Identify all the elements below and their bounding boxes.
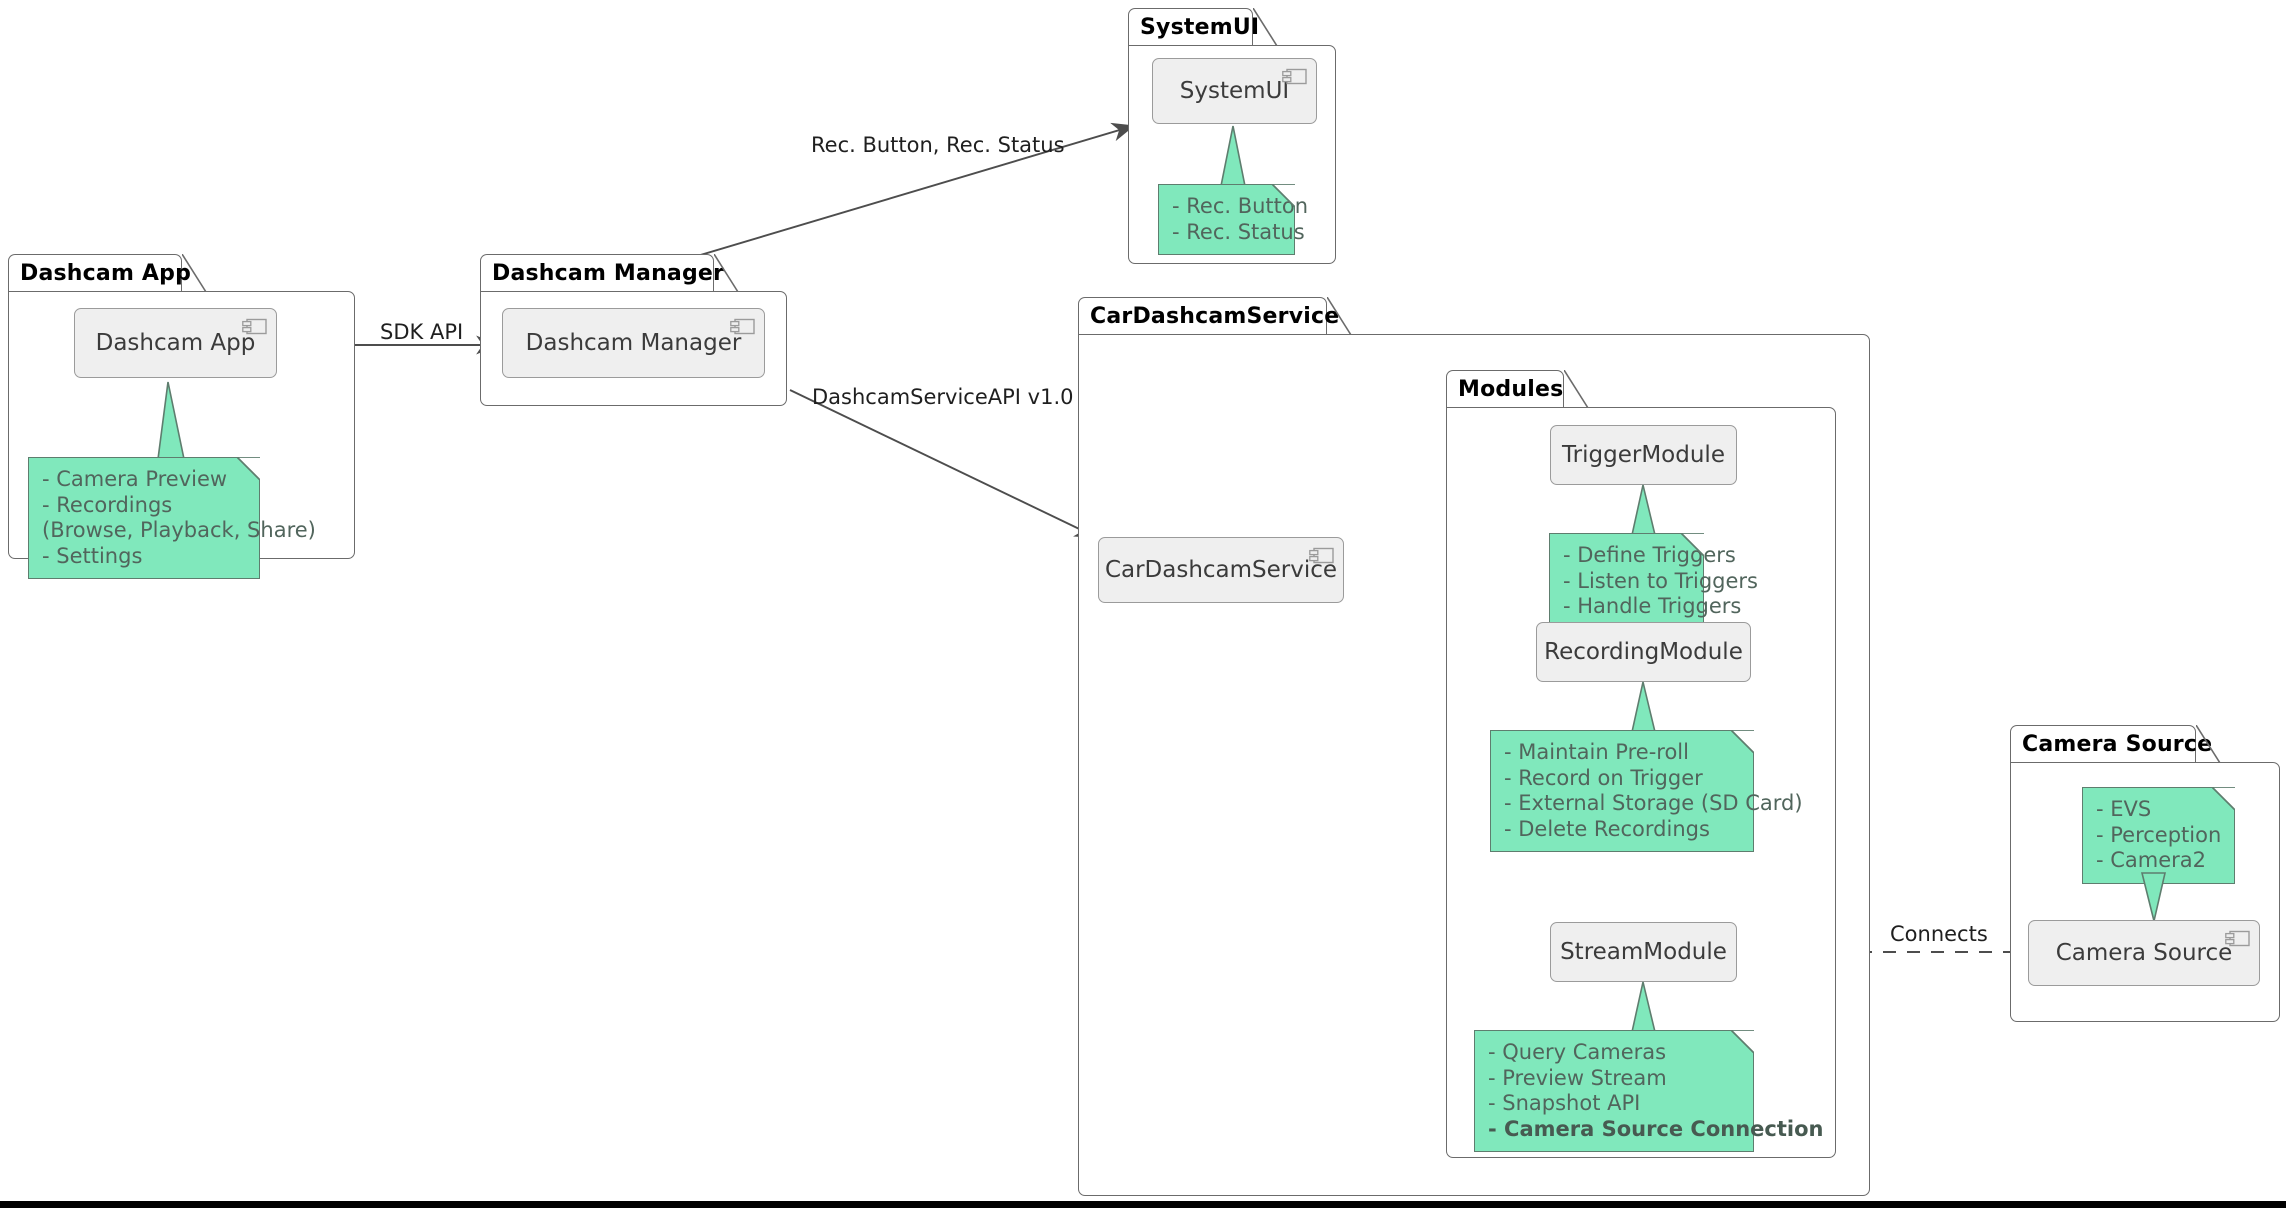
bottom-bar	[0, 1201, 2286, 1208]
component-dashcam-manager[interactable]: Dashcam Manager	[502, 308, 765, 378]
package-notch-camera-source	[2196, 725, 2221, 764]
package-tab-cardashcamservice: CarDashcamService	[1078, 297, 1339, 335]
note-recording-module: - Maintain Pre-roll - Record on Trigger …	[1490, 730, 1803, 852]
note-line: - External Storage (SD Card)	[1504, 791, 1803, 815]
edge-dashcam-service-api-line	[789, 389, 1098, 538]
edge-label-connects: Connects	[1890, 922, 1988, 946]
note-line: - Query Cameras	[1488, 1040, 1667, 1064]
note-camera-source: - EVS - Perception - Camera2	[2082, 787, 2235, 884]
note-line: - Delete Recordings	[1504, 816, 1710, 841]
package-tab-systemui: SystemUI	[1128, 8, 1259, 46]
note-line: - Handle Triggers	[1563, 594, 1742, 618]
note-line: - Camera2	[2096, 848, 2207, 872]
component-trigger-module[interactable]: TriggerModule	[1550, 425, 1737, 485]
package-notch-dashcam-app	[182, 254, 207, 293]
note-line: - Preview Stream	[1488, 1065, 1667, 1090]
package-tab-modules: Modules	[1446, 370, 1564, 408]
edge-label-sdk-api: SDK API	[380, 320, 464, 344]
package-notch-modules	[1564, 370, 1589, 409]
component-label-camera-source: Camera Source	[2055, 940, 2233, 966]
note-line: - Listen to Triggers	[1563, 568, 1758, 593]
note-line: - Perception	[2096, 822, 2222, 847]
package-notch-cardashcamservice	[1327, 297, 1352, 336]
component-label-recording-module: RecordingModule	[1544, 639, 1743, 665]
note-line: - Rec. Button	[1172, 194, 1309, 218]
note-trigger-module: - Define Triggers - Listen to Triggers -…	[1549, 533, 1758, 630]
package-modules: Modules TriggerModule - Define Triggers …	[1446, 370, 1836, 1158]
note-fold-icon	[237, 457, 260, 480]
component-label-systemui: SystemUI	[1179, 78, 1290, 104]
package-dashcam-app: Dashcam App Dashcam App - Camera Preview…	[8, 254, 355, 579]
note-line: - Camera Source Connection	[1488, 1116, 1824, 1141]
component-label-cardashcamservice: CarDashcamService	[1104, 557, 1338, 583]
component-cardashcamservice[interactable]: CarDashcamService	[1098, 537, 1344, 603]
component-icon	[1282, 68, 1307, 85]
note-line: - Maintain Pre-roll	[1504, 740, 1689, 764]
package-tab-dashcam-app: Dashcam App	[8, 254, 191, 292]
note-line: - Record on Trigger	[1504, 765, 1703, 790]
note-fold-icon	[1731, 1030, 1754, 1053]
note-fold-icon	[1681, 533, 1704, 556]
component-recording-module[interactable]: RecordingModule	[1536, 622, 1751, 682]
note-systemui: - Rec. Button - Rec. Status	[1158, 184, 1309, 255]
package-label-dashcam-manager: Dashcam Manager	[492, 261, 725, 286]
package-label-cardashcamservice: CarDashcamService	[1090, 304, 1340, 329]
note-line: - Snapshot API	[1488, 1091, 1641, 1115]
component-icon	[2225, 930, 2250, 947]
note-line: - Settings	[42, 543, 143, 568]
component-label-trigger-module: TriggerModule	[1562, 442, 1725, 468]
note-fold-icon	[2212, 787, 2235, 810]
note-line: - EVS	[2096, 797, 2152, 821]
package-tab-dashcam-manager: Dashcam Manager	[480, 254, 724, 292]
note-line: - Define Triggers	[1563, 543, 1736, 567]
component-label-dashcam-app: Dashcam App	[95, 330, 256, 356]
component-icon	[730, 318, 755, 335]
package-systemui: SystemUI SystemUI - Rec. Button - Rec. S…	[1128, 8, 1336, 264]
note-dashcam-app: - Camera Preview - Recordings (Browse, P…	[28, 457, 316, 579]
package-tab-camera-source: Camera Source	[2010, 725, 2212, 763]
package-label-systemui: SystemUI	[1140, 15, 1260, 40]
package-label-modules: Modules	[1458, 377, 1564, 402]
edge-label-dashcam-service-api: DashcamServiceAPI v1.0	[812, 385, 1074, 409]
note-line: - Recordings	[42, 492, 173, 517]
package-dashcam-manager: Dashcam Manager Dashcam Manager	[480, 254, 787, 406]
component-camera-source[interactable]: Camera Source	[2028, 920, 2260, 986]
note-line: - Camera Preview	[42, 467, 228, 491]
component-icon	[242, 318, 267, 335]
component-stream-module[interactable]: StreamModule	[1550, 922, 1737, 982]
package-notch-dashcam-manager	[714, 254, 739, 293]
package-label-dashcam-app: Dashcam App	[20, 261, 192, 286]
component-icon	[1309, 547, 1334, 564]
note-line: (Browse, Playback, Share)	[42, 518, 316, 542]
package-label-camera-source: Camera Source	[2022, 732, 2213, 757]
component-dashcam-app[interactable]: Dashcam App	[74, 308, 277, 378]
note-line: - Rec. Status	[1172, 219, 1305, 244]
note-fold-icon	[1272, 184, 1295, 207]
edge-label-rec-button-status: Rec. Button, Rec. Status	[811, 133, 1065, 157]
note-stream-module: - Query Cameras - Preview Stream - Snaps…	[1474, 1030, 1824, 1152]
component-systemui[interactable]: SystemUI	[1152, 58, 1317, 124]
note-fold-icon	[1731, 730, 1754, 753]
package-camera-source: Camera Source - EVS - Perception - Camer…	[2010, 725, 2280, 1022]
package-notch-systemui	[1253, 8, 1278, 47]
component-label-dashcam-manager: Dashcam Manager	[525, 330, 742, 356]
component-label-stream-module: StreamModule	[1560, 939, 1727, 965]
